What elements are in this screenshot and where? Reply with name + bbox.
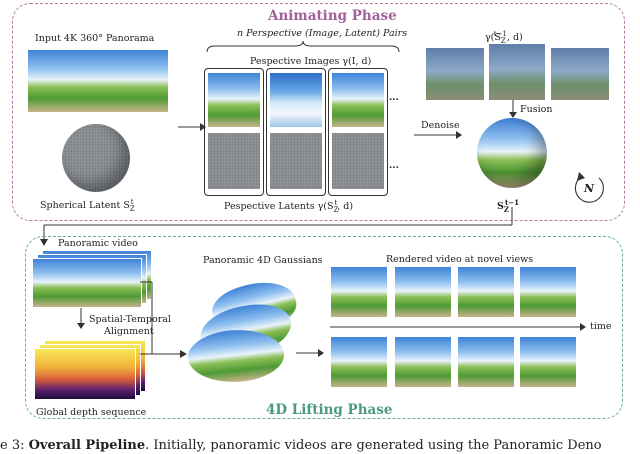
lifting-phase-title: 4D Lifting Phase	[266, 402, 393, 418]
perspective-latent-1	[208, 133, 260, 189]
arrow-fusion	[509, 100, 517, 118]
loop-icon	[574, 172, 604, 203]
perspective-pair-2	[266, 68, 326, 196]
perspective-pair-3	[328, 68, 388, 196]
perspective-image-1	[208, 73, 260, 127]
perspective-image-2	[270, 73, 322, 127]
connector-to-gaussians	[140, 281, 187, 358]
denoised-image-2	[489, 44, 545, 100]
input-panorama-image	[28, 50, 168, 112]
pairs-bracket	[206, 40, 400, 53]
rendered-frame-top-2	[395, 267, 451, 317]
rendered-frame-bottom-3	[458, 337, 514, 387]
perspective-latent-3	[332, 133, 384, 189]
rendered-frame-bottom-4	[520, 337, 576, 387]
animating-phase-box	[12, 3, 625, 221]
rendered-frame-top-1	[331, 267, 387, 317]
arrow-video-to-depth	[77, 308, 85, 329]
denoised-perspectives-label: γ(SZt−1, d)	[485, 30, 523, 46]
denoised-image-3	[551, 48, 609, 100]
perspective-image-3	[332, 73, 384, 127]
spherical-latent-label: Spherical Latent SZt	[40, 198, 135, 214]
gaussians-label: Panoramic 4D Gaussians	[203, 255, 323, 266]
arrow-gaussians-to-render	[296, 349, 324, 357]
rendered-frame-top-3	[458, 267, 514, 317]
pairs-label: n Perspective (Image, Latent) Pairs	[237, 28, 408, 39]
ellipsis-latents: ...	[389, 160, 399, 171]
input-panorama-label: Input 4K 360° Panorama	[35, 33, 155, 44]
time-axis-arrow	[330, 323, 586, 331]
loop-count-label: N	[584, 182, 595, 195]
perspective-pair-1	[204, 68, 264, 196]
rendered-frame-bottom-1	[331, 337, 387, 387]
alignment-label-line-2: Alignment	[104, 326, 154, 337]
denoised-image-1	[426, 48, 484, 100]
time-label: time	[590, 321, 612, 332]
lifting-phase-box	[25, 236, 623, 419]
perspective-latents-label: Pespective Latents γ(SZt, d)	[224, 199, 354, 215]
animating-phase-title: Animating Phase	[268, 8, 397, 24]
rendered-frame-bottom-2	[395, 337, 451, 387]
perspective-latent-2	[270, 133, 322, 189]
panoramic-video-label: Panoramic video	[58, 238, 138, 249]
output-sphere	[477, 118, 547, 188]
fusion-label: Fusion	[520, 104, 553, 115]
figure-caption: e 3: Overall Pipeline. Initially, panora…	[0, 438, 602, 453]
rendered-frame-top-4	[520, 267, 576, 317]
alignment-label-line-1: Spatial-Temporal	[89, 314, 171, 325]
output-sphere-label: SZt−1	[497, 198, 519, 215]
rendered-video-label: Rendered video at novel views	[386, 254, 534, 265]
denoise-label: Denoise	[421, 120, 460, 131]
panoramic-video-frame-front	[32, 258, 142, 308]
arrow-denoise	[414, 131, 462, 139]
depth-sequence-label: Global depth sequence	[36, 407, 147, 418]
arrow-input-to-pairs	[178, 123, 206, 131]
spherical-latent-sphere	[62, 124, 130, 192]
perspective-images-label: Pespective Images γ(I, d)	[250, 56, 372, 67]
depth-frame-front	[34, 348, 136, 400]
ellipsis-images: ...	[389, 92, 399, 103]
